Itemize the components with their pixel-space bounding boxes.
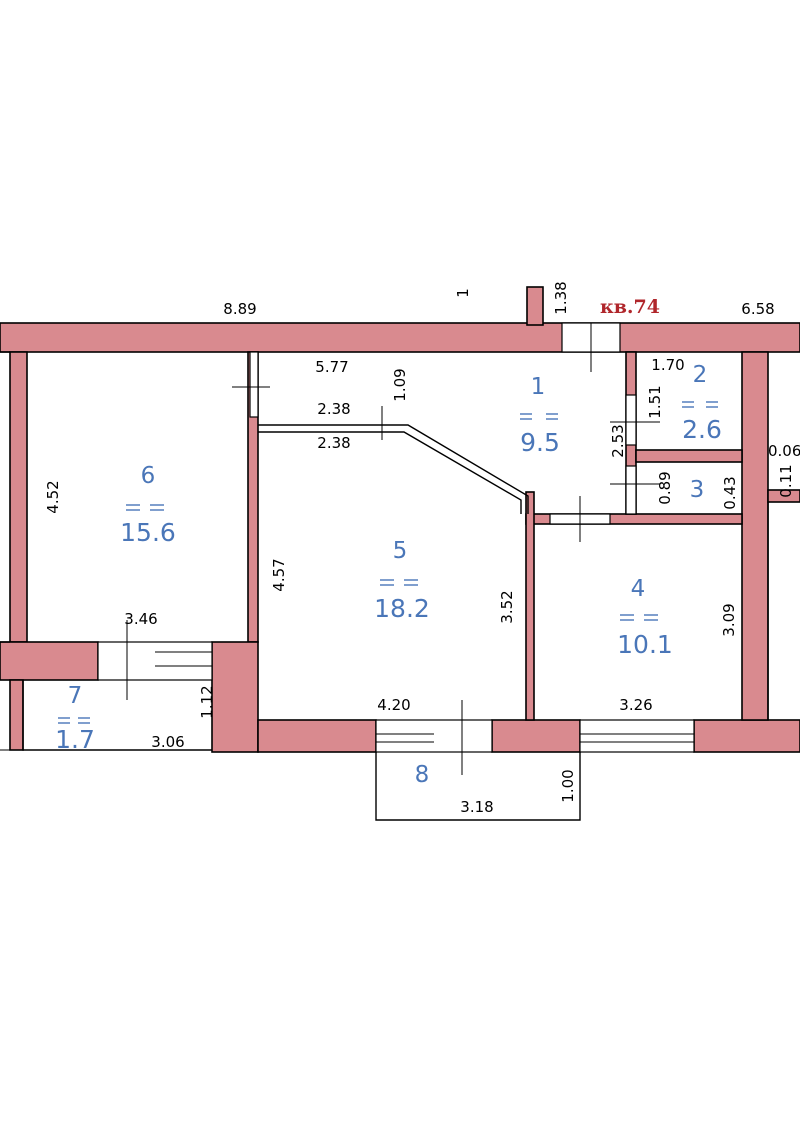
room-1-area: 9.5: [520, 428, 560, 457]
dim-corridor-length: 5.77: [315, 358, 348, 376]
room-6-area-mark: [126, 504, 164, 511]
right-wall-stub: [767, 489, 800, 503]
room-6-area: 15.6: [120, 518, 176, 547]
door-room2: [625, 394, 637, 446]
door-room6: [249, 351, 259, 418]
dim-room1-side: 2.53: [609, 424, 627, 457]
room-5-area: 18.2: [374, 594, 430, 623]
dim-room5-right: 3.52: [498, 590, 516, 623]
dim-right-a: 0.06: [768, 442, 800, 460]
window-room5: [375, 719, 493, 753]
dim-top-left: 8.89: [223, 300, 256, 318]
openings: [97, 322, 695, 775]
dim-room5-left: 4.57: [270, 558, 288, 591]
right-wall: [741, 351, 769, 721]
left-outer-wall: [9, 351, 28, 643]
top-outer-wall: [0, 322, 800, 353]
door-room3: [625, 465, 637, 515]
dim-room5-top-b: 2.38: [317, 434, 350, 452]
room-4-area: 10.1: [617, 630, 673, 659]
dim-room7-width: 3.06: [151, 733, 184, 751]
room-4-area-mark: [620, 614, 658, 621]
dim-room4-height: 3.09: [720, 603, 738, 636]
bottom-wall-5b: [491, 719, 581, 753]
interior-lines: [0, 287, 769, 821]
dim-room5-top-a: 2.38: [317, 400, 350, 418]
room-5-area-mark: [380, 579, 418, 586]
room-2-number: 2: [693, 362, 708, 388]
dim-room8-width: 3.18: [460, 798, 493, 816]
room-4-number: 4: [631, 576, 646, 602]
room-8-number: 8: [415, 762, 430, 788]
partition-5-4: [525, 491, 535, 721]
window-room4: [579, 719, 695, 753]
dim-top-right: 6.58: [741, 300, 774, 318]
bottom-wall-4: [693, 719, 800, 753]
room-1-area-mark: [520, 413, 558, 420]
dimensions: 8.89 6.58 1 1.38 5.77 1.09 2.38 2.38 4.5…: [44, 281, 800, 816]
dim-top-mid: 1: [454, 288, 472, 298]
dim-room2-height: 1.51: [646, 385, 664, 418]
dim-room6-bottom: 3.46: [124, 610, 157, 628]
room-2-area: 2.6: [682, 415, 722, 444]
room-7-number: 7: [68, 683, 83, 709]
room-7-area-mark: [58, 717, 90, 724]
dim-room3-height: 0.89: [656, 471, 674, 504]
top-wall-bump: [526, 286, 544, 326]
dim-corridor-width: 1.09: [391, 368, 409, 401]
dim-room3-gap: 0.43: [721, 476, 739, 509]
room-7-area: 1.7: [55, 725, 95, 754]
room-1-number: 1: [531, 374, 546, 400]
left-bottom-wall: [0, 641, 99, 681]
dim-room4-bottom: 3.26: [619, 696, 652, 714]
left-balcony-wall: [9, 679, 24, 751]
room-numbers: 1 2 3 4 5 6 7 8: [68, 362, 708, 788]
window-room6: [97, 641, 213, 681]
room-2-area-mark: [682, 401, 718, 408]
dim-room2-width: 1.70: [651, 356, 684, 374]
flat-label: кв.74: [600, 296, 660, 318]
partition-2-3: [635, 449, 743, 463]
bottom-wall-left: [211, 641, 259, 753]
room-3-number: 3: [690, 477, 705, 503]
room-areas: 9.5 2.6 10.1 18.2 15.6 1.7: [55, 401, 722, 754]
dim-right-b: 0.11: [777, 464, 795, 497]
room-5-number: 5: [393, 538, 408, 564]
room-6-number: 6: [141, 463, 156, 489]
dim-room7-height: 1.12: [198, 685, 216, 718]
dim-top-small: 1.38: [552, 281, 570, 314]
dim-room5-bottom: 4.20: [377, 696, 410, 714]
bottom-wall-5a: [257, 719, 377, 753]
dim-room8-height: 1.00: [559, 769, 577, 802]
dim-room6-height: 4.52: [44, 480, 62, 513]
